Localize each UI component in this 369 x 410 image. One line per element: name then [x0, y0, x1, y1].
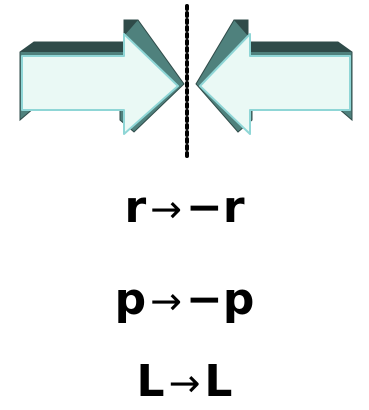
position-transformation: r→−r	[0, 186, 369, 230]
left-arrow-face	[21, 33, 179, 135]
momentum-lhs: p	[114, 274, 147, 325]
position-rhs: −r	[185, 182, 245, 233]
left-arrow-icon	[19, 19, 185, 135]
momentum-transformation: p→−p	[0, 278, 369, 322]
right-arrow-bevel	[234, 20, 352, 52]
angular-momentum-lhs: L	[136, 356, 165, 407]
position-arrow: →	[150, 187, 182, 231]
momentum-rhs: −p	[185, 274, 255, 325]
angular-momentum-arrow: →	[168, 361, 201, 405]
position-lhs: r	[124, 182, 147, 233]
angular-momentum-transformation: L→L	[0, 360, 369, 404]
momentum-arrow: →	[150, 279, 182, 323]
right-arrow-face	[199, 33, 351, 135]
right-arrow-icon	[195, 19, 353, 135]
left-arrow-bevel	[20, 20, 138, 52]
angular-momentum-rhs: L	[204, 356, 233, 407]
